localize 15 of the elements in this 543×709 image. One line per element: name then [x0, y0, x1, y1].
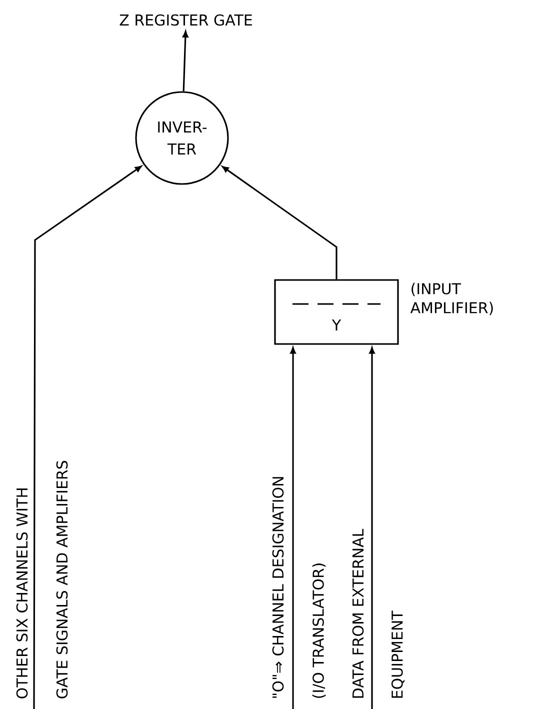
signal-label: (I/O TRANSLATOR)	[312, 564, 326, 698]
arrow	[369, 347, 375, 709]
signal-label: OTHER SIX CHANNELS WITH	[16, 488, 28, 698]
signal-label: EQUIPMENT	[391, 610, 405, 698]
arrow	[182, 30, 188, 92]
signal-label: DATA FROM EXTERNAL	[352, 528, 364, 698]
signal-label: "O"⇒ CHANNEL DESIGNATION	[272, 477, 284, 698]
output-label: Z REGISTER GATE	[120, 14, 252, 26]
arrow	[222, 166, 338, 280]
side-note: (INPUT AMPLIFIER)	[410, 282, 493, 316]
signal-label: GATE SIGNALS AND AMPLIFIERS	[56, 460, 68, 698]
letter-label: Y	[332, 320, 342, 330]
amplifier-box	[274, 279, 399, 345]
arrow	[290, 347, 296, 709]
arrow	[33, 166, 142, 709]
